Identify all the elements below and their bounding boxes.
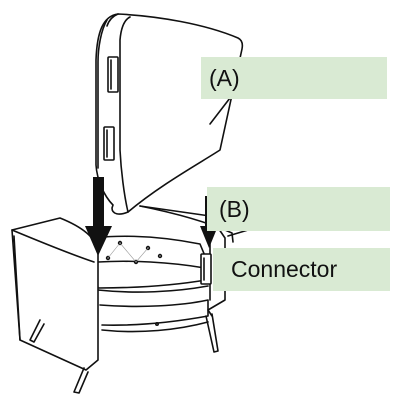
chair-base	[11, 205, 259, 394]
backrest-panel	[95, 13, 244, 215]
label-connector: Connector	[231, 256, 338, 282]
label-part-a: (A)	[209, 64, 240, 91]
label-part-b: (B)	[219, 195, 250, 222]
label-backgrounds	[201, 57, 390, 291]
